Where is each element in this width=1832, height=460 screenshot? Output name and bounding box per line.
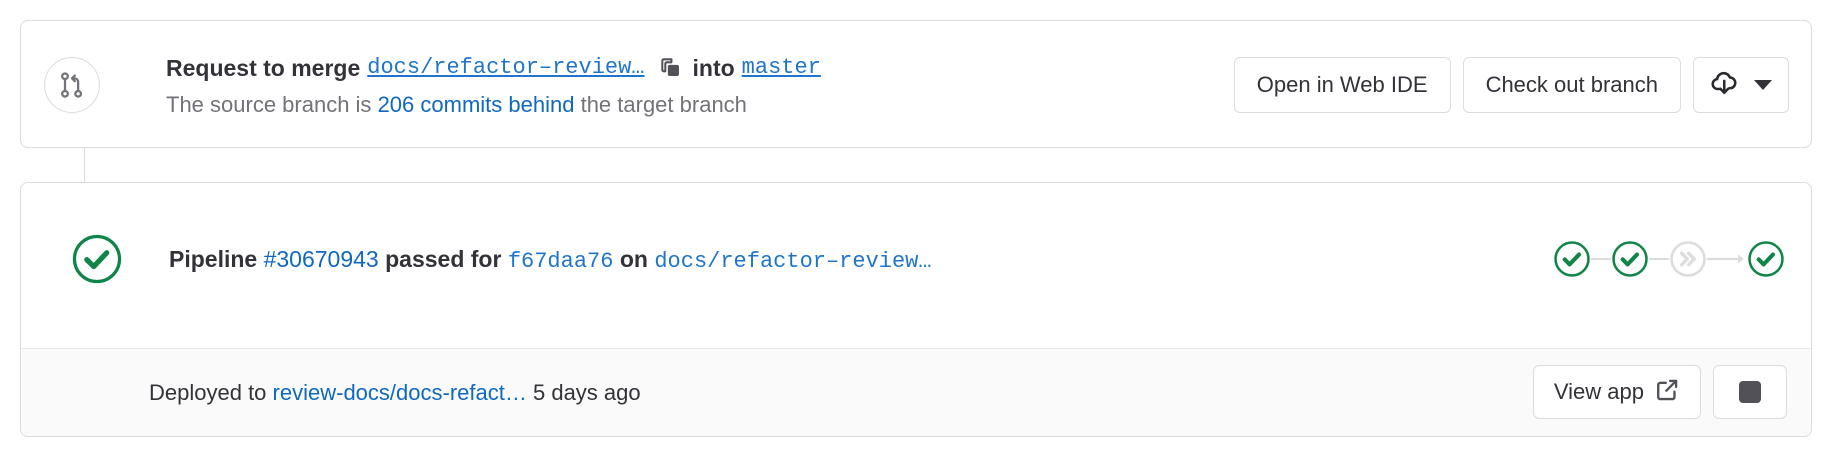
deployment-actions: View app [1532,365,1787,419]
stage-skipped-icon[interactable] [1669,240,1707,278]
stage-connector-1 [1591,258,1611,260]
copy-icon[interactable] [657,54,685,82]
pipeline-branch-link[interactable]: docs/refactor–review… [654,249,932,274]
target-branch-link[interactable]: master [741,55,821,80]
stage-success-2-icon[interactable] [1611,240,1649,278]
check-out-branch-button[interactable]: Check out branch [1462,57,1681,113]
deployment-summary-text: Deployed to review-docs/docs-refact… 5 d… [149,377,641,409]
download-artifacts-dropdown-button[interactable] [1693,57,1789,113]
view-app-label: View app [1553,379,1644,404]
cloud-download-icon [1710,68,1740,102]
commits-behind-link[interactable]: 206 commits behind [377,92,575,117]
stage-connector-2 [1649,258,1669,260]
merge-request-title-line: Request to merge docs/refactor–review… i… [166,53,821,83]
external-link-icon [1654,377,1680,407]
stop-environment-button[interactable] [1713,365,1787,419]
merge-request-icon [44,57,100,113]
stop-square-icon [1739,381,1761,403]
deployment-timestamp: 5 days ago [532,380,641,405]
request-to-merge-label: Request to merge [166,55,361,81]
merge-request-actions: Open in Web IDE Check out branch [1233,57,1789,113]
pipeline-id-link[interactable]: #30670943 [263,246,379,272]
pipeline-on-label: on [619,246,648,272]
stage-success-1-icon[interactable] [1553,240,1591,278]
deployed-to-label: Deployed to [149,380,267,405]
source-branch-link[interactable]: docs/refactor–review… [367,55,645,80]
pipeline-result-label: passed for [385,246,502,272]
stage-arrow-icon [1707,253,1747,265]
stage-success-3-icon[interactable] [1747,240,1785,278]
branch-behind-status: The source branch is 206 commits behind … [166,90,821,120]
status-success-icon [71,233,123,285]
pipeline-stages [1553,240,1785,278]
pipeline-status-row: Pipeline #30670943 passed for f67daa76 o… [21,183,1811,349]
commit-sha-link[interactable]: f67daa76 [507,249,614,274]
pipeline-card: Pipeline #30670943 passed for f67daa76 o… [20,182,1812,437]
open-in-web-ide-button[interactable]: Open in Web IDE [1233,57,1451,113]
chevron-down-icon [1754,80,1772,90]
deployment-row: Deployed to review-docs/docs-refact… 5 d… [21,349,1811,436]
environment-link[interactable]: review-docs/docs-refact… [272,380,527,405]
behind-prefix-text: The source branch is [166,92,372,117]
merge-request-text-block: Request to merge docs/refactor–review… i… [166,53,821,120]
card-connector-line [84,148,85,182]
into-label: into [692,55,735,81]
pipeline-summary-text: Pipeline #30670943 passed for f67daa76 o… [169,243,932,278]
pipeline-label: Pipeline [169,246,258,272]
view-app-button[interactable]: View app [1532,365,1701,419]
behind-suffix-text: the target branch [580,92,747,117]
merge-request-card: Request to merge docs/refactor–review… i… [20,20,1812,148]
